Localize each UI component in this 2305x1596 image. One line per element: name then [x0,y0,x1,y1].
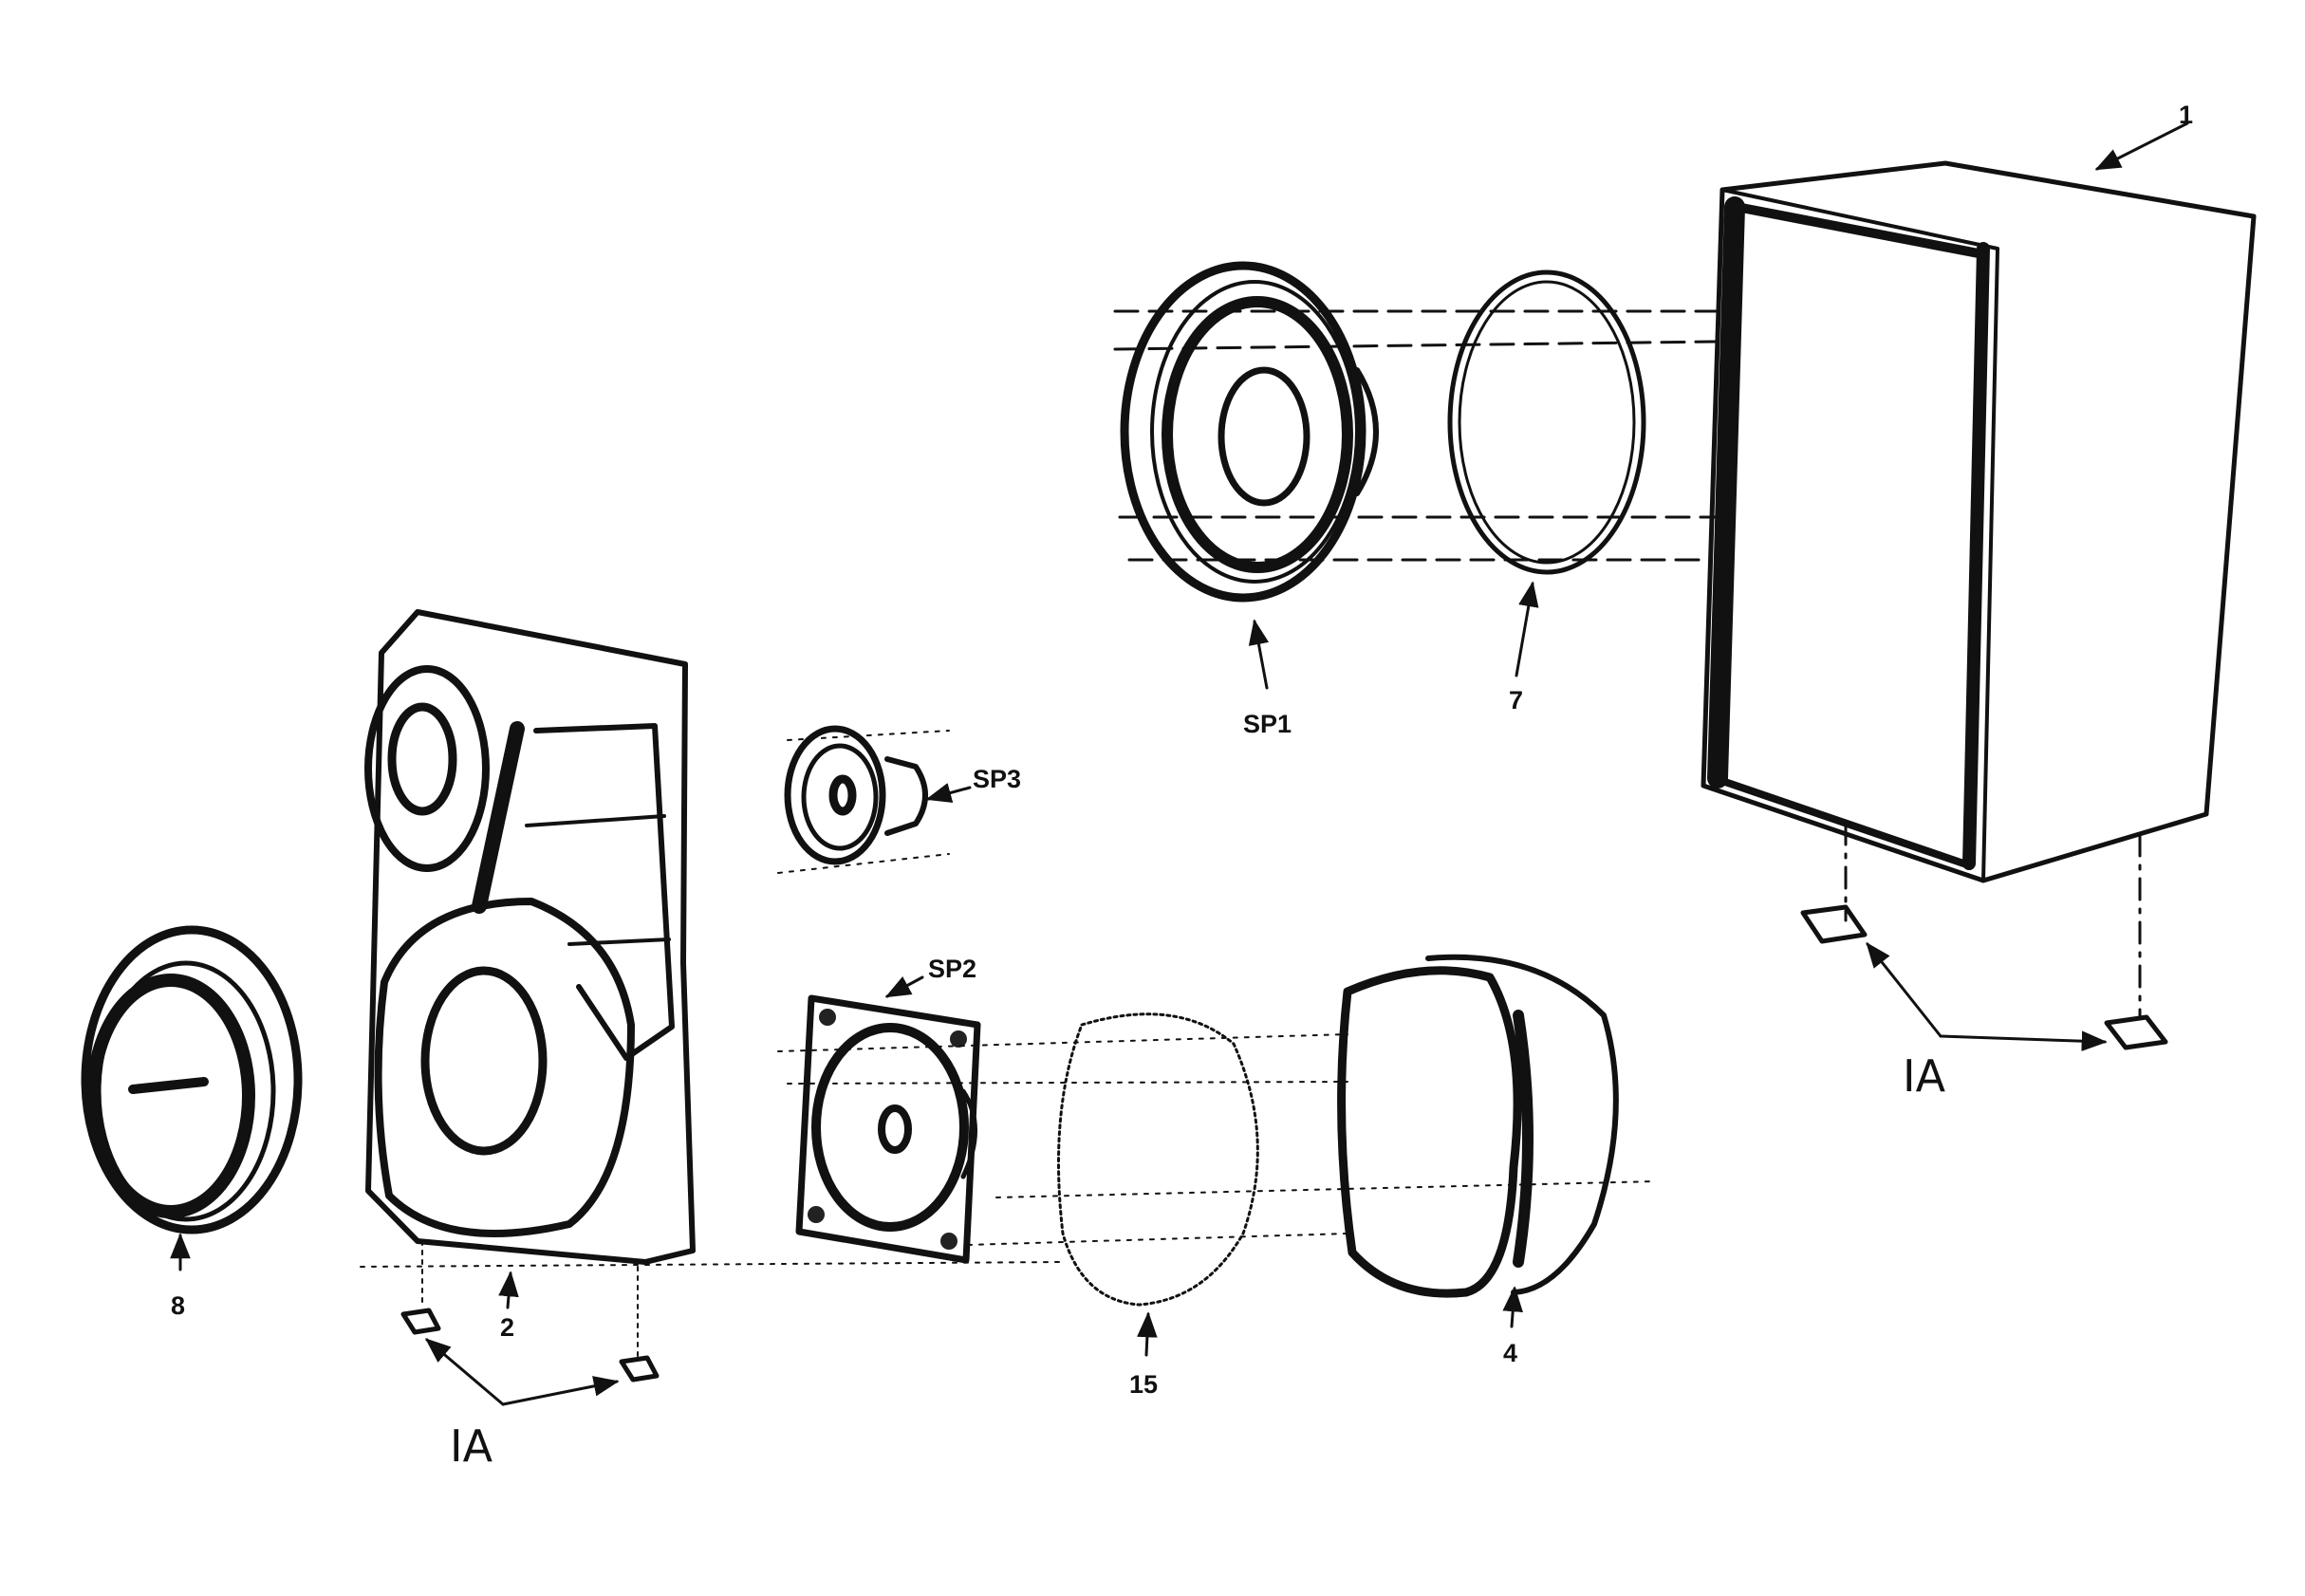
label-ring: 7 [1509,686,1523,714]
alignment-lines-tweeter [777,730,950,874]
cabinet-drawing [1701,160,2257,1017]
midrange-drawing [795,994,981,1264]
label-cabinet: 1 [2179,101,2193,129]
alignment-lines-lower [360,1033,1657,1268]
foot-pad [619,1355,660,1383]
label-foam: 15 [1129,1370,1158,1399]
label-feet-right: IA [1903,1050,1946,1102]
grille-drawing [81,925,303,1234]
front-panel-drawing [364,609,696,1265]
tweeter-drawing [784,725,928,865]
foot-pad [1800,904,1868,944]
leader-arrows [170,121,2189,1406]
foam-drawing [1057,1012,1259,1307]
ring-drawing [1447,269,1646,575]
label-woofer: SP1 [1243,710,1292,738]
foot-pad [400,1308,441,1335]
foot-pad [2104,1014,2168,1050]
label-front-panel: 2 [500,1313,514,1342]
woofer-drawing [1120,261,1379,603]
label-grille: 8 [171,1291,185,1320]
label-midrange: SP2 [928,955,976,983]
port-tube-drawing [1337,954,1619,1298]
label-tweeter: SP3 [973,765,1021,793]
label-feet-left: IA [450,1420,493,1472]
label-port-tube: 4 [1503,1339,1517,1367]
alignment-lines-upper [1113,309,1719,562]
